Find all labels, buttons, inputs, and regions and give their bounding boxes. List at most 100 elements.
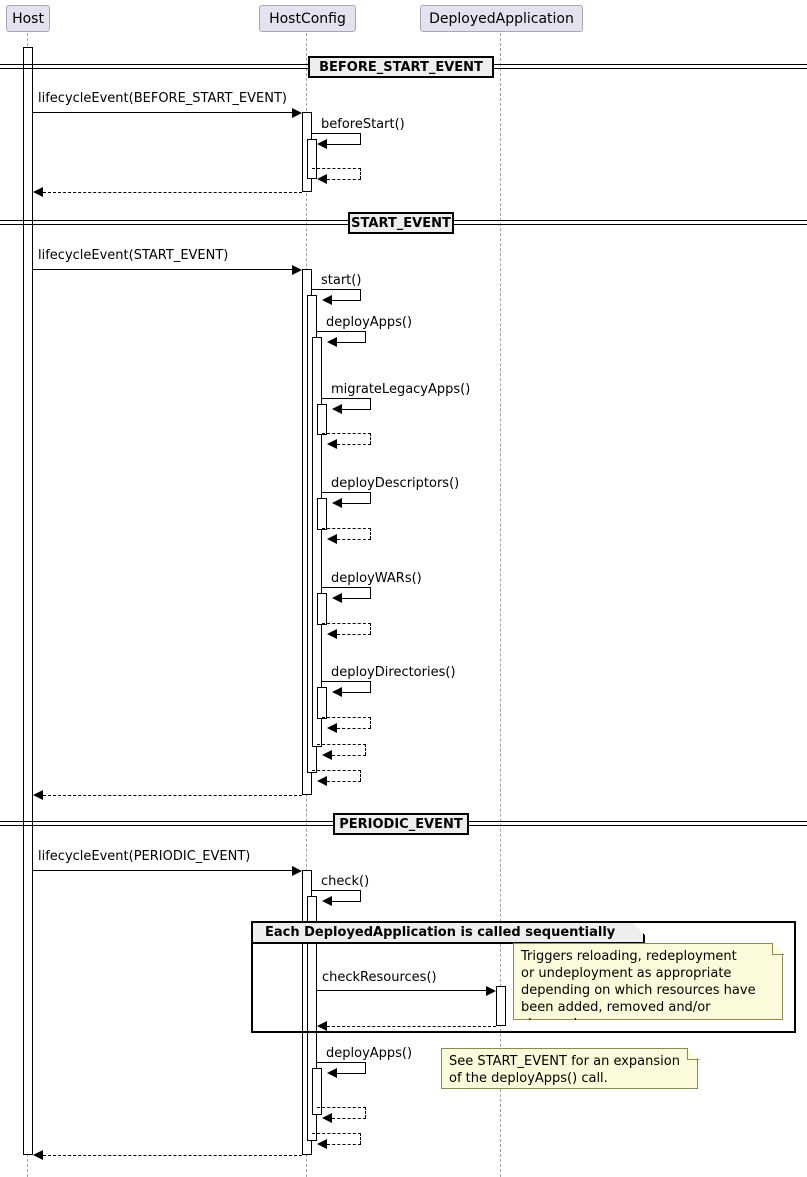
- message-vert-start: [360, 289, 361, 300]
- activation-deployedapplication-check-resources: [496, 986, 506, 1026]
- message-line-migrate-legacy-apps-return-out: [322, 433, 371, 434]
- message-arrowhead-before-start-return: [317, 174, 327, 184]
- divider-periodic-event: PERIODIC_EVENT: [333, 813, 469, 835]
- message-arrowhead-start-return: [317, 776, 327, 786]
- message-vert-deploy-apps-start: [365, 331, 366, 342]
- message-line-lifecycle-periodic: [33, 870, 297, 871]
- divider-periodic-event-label: PERIODIC_EVENT: [339, 816, 463, 832]
- message-arrowhead-deploy-apps-start: [327, 337, 337, 347]
- message-arrowhead-deploy-descriptors: [332, 498, 342, 508]
- message-arrowhead-deploy-directories-return: [327, 723, 337, 733]
- message-arrowhead-start: [322, 295, 332, 305]
- message-line-return-start: [43, 795, 302, 796]
- note-deploy-apps: See START_EVENT for an expansion of the …: [441, 1048, 698, 1089]
- group-frame-each-deployed-application: [251, 921, 796, 1033]
- lifeline-deployedapplication: [500, 33, 501, 1177]
- message-line-check-return-back: [327, 1144, 361, 1145]
- message-line-deploy-apps-start-back: [337, 342, 366, 343]
- message-vert-deploy-descriptors-return: [370, 528, 371, 539]
- note-check-resources: Triggers reloading, redeployment or unde…: [513, 943, 783, 1020]
- message-line-deploy-apps-start-return-back: [332, 755, 366, 756]
- message-label-lifecycle-start: lifecycleEvent(START_EVENT): [38, 248, 229, 263]
- message-arrowhead-check-resources: [486, 986, 496, 996]
- message-arrowhead-lifecycle-periodic: [292, 866, 302, 876]
- message-arrowhead-migrate-legacy-apps-return: [327, 439, 337, 449]
- message-label-migrate-legacy-apps: migrateLegacyApps(): [331, 382, 471, 397]
- message-vert-deploy-directories: [370, 681, 371, 692]
- message-line-deploy-apps-start-out: [317, 331, 366, 332]
- message-vert-deploy-descriptors: [370, 492, 371, 503]
- activation-hostconfig-periodic-l1: [307, 896, 317, 1141]
- message-line-deploy-directories-out: [322, 681, 371, 682]
- message-line-deploy-wars-return-out: [322, 623, 371, 624]
- message-arrowhead-return-before-start: [33, 187, 43, 197]
- message-line-deploy-apps-periodic-return-out: [317, 1107, 366, 1108]
- message-vert-migrate-legacy-apps: [370, 398, 371, 409]
- participant-host[interactable]: Host: [6, 5, 50, 32]
- message-vert-start-return: [360, 770, 361, 781]
- message-line-deploy-wars-return-back: [337, 634, 371, 635]
- message-label-before-start: beforeStart(): [321, 117, 405, 132]
- message-arrowhead-migrate-legacy-apps: [332, 404, 342, 414]
- message-vert-deploy-apps-periodic-return: [365, 1107, 366, 1118]
- message-arrowhead-deploy-directories: [332, 687, 342, 697]
- message-line-lifecycle-start: [33, 269, 297, 270]
- message-line-check-return-out: [312, 1133, 361, 1134]
- message-line-check-resources-return: [327, 1026, 496, 1027]
- message-line-start-return-out: [312, 770, 361, 771]
- message-arrowhead-deploy-apps-start-return: [322, 750, 332, 760]
- participant-hostconfig[interactable]: HostConfig: [259, 5, 356, 32]
- activation-hostconfig-start-l3-descriptors: [317, 498, 327, 530]
- divider-before-start-event-label: BEFORE_START_EVENT: [319, 59, 483, 75]
- message-vert-deploy-wars: [370, 587, 371, 598]
- participant-hostconfig-label: HostConfig: [269, 10, 346, 27]
- message-line-deploy-wars-out: [322, 587, 371, 588]
- activation-hostconfig-start-l3-migrate: [317, 404, 327, 435]
- message-label-check: check(): [321, 874, 370, 889]
- message-arrowhead-deploy-apps-periodic-return: [322, 1113, 332, 1123]
- message-label-check-resources: checkResources(): [322, 970, 437, 985]
- message-line-deploy-descriptors-return-back: [337, 539, 371, 540]
- message-label-deploy-wars: deployWARs(): [331, 571, 422, 586]
- message-line-migrate-legacy-apps-return-back: [337, 444, 371, 445]
- participant-deployedapplication-label: DeployedApplication: [429, 10, 574, 27]
- message-arrowhead-deploy-apps-periodic: [327, 1068, 337, 1078]
- message-arrowhead-deploy-descriptors-return: [327, 534, 337, 544]
- participant-host-label: Host: [12, 10, 44, 27]
- message-line-migrate-legacy-apps-back: [342, 409, 371, 410]
- message-arrowhead-check: [322, 896, 332, 906]
- activation-host-main: [23, 47, 33, 1155]
- message-label-deploy-apps-start: deployApps(): [326, 315, 413, 330]
- message-label-lifecycle-before-start: lifecycleEvent(BEFORE_START_EVENT): [38, 91, 287, 106]
- activation-hostconfig-start-l3-directories: [317, 687, 327, 719]
- message-line-start-return-back: [327, 781, 361, 782]
- divider-start-event-label: START_EVENT: [351, 215, 451, 231]
- message-arrowhead-check-resources-return: [317, 1021, 327, 1031]
- message-line-before-start-return-out: [312, 168, 361, 169]
- activation-hostconfig-start-l3-wars: [317, 593, 327, 625]
- message-arrowhead-return-periodic: [33, 1150, 43, 1160]
- message-line-deploy-descriptors-back: [342, 503, 371, 504]
- message-line-lifecycle-before-start: [33, 112, 297, 113]
- message-line-before-start-out: [312, 133, 361, 134]
- message-line-deploy-descriptors-out: [322, 492, 371, 493]
- message-label-deploy-directories: deployDirectories(): [331, 665, 456, 680]
- message-line-start-out: [312, 289, 361, 290]
- activation-hostconfig-before-start-nested: [307, 139, 317, 179]
- message-line-deploy-apps-periodic-out: [317, 1062, 366, 1063]
- message-arrowhead-lifecycle-start: [292, 265, 302, 275]
- participant-deployedapplication[interactable]: DeployedApplication: [420, 5, 583, 32]
- message-arrowhead-return-start: [33, 790, 43, 800]
- message-label-lifecycle-periodic: lifecycleEvent(PERIODIC_EVENT): [38, 849, 251, 864]
- message-vert-before-start-return: [360, 168, 361, 179]
- message-arrowhead-deploy-wars: [332, 593, 342, 603]
- message-vert-before-start: [360, 133, 361, 144]
- message-vert-check: [360, 890, 361, 901]
- message-line-deploy-apps-periodic-back: [337, 1073, 366, 1074]
- divider-before-start-event: BEFORE_START_EVENT: [308, 56, 494, 78]
- message-line-deploy-apps-periodic-return-back: [332, 1118, 366, 1119]
- group-label-each-deployed-application: Each DeployedApplication is called seque…: [253, 923, 645, 944]
- message-vert-deploy-apps-periodic: [365, 1062, 366, 1073]
- message-line-check-out: [312, 890, 361, 891]
- message-line-deploy-apps-start-return-out: [317, 744, 366, 745]
